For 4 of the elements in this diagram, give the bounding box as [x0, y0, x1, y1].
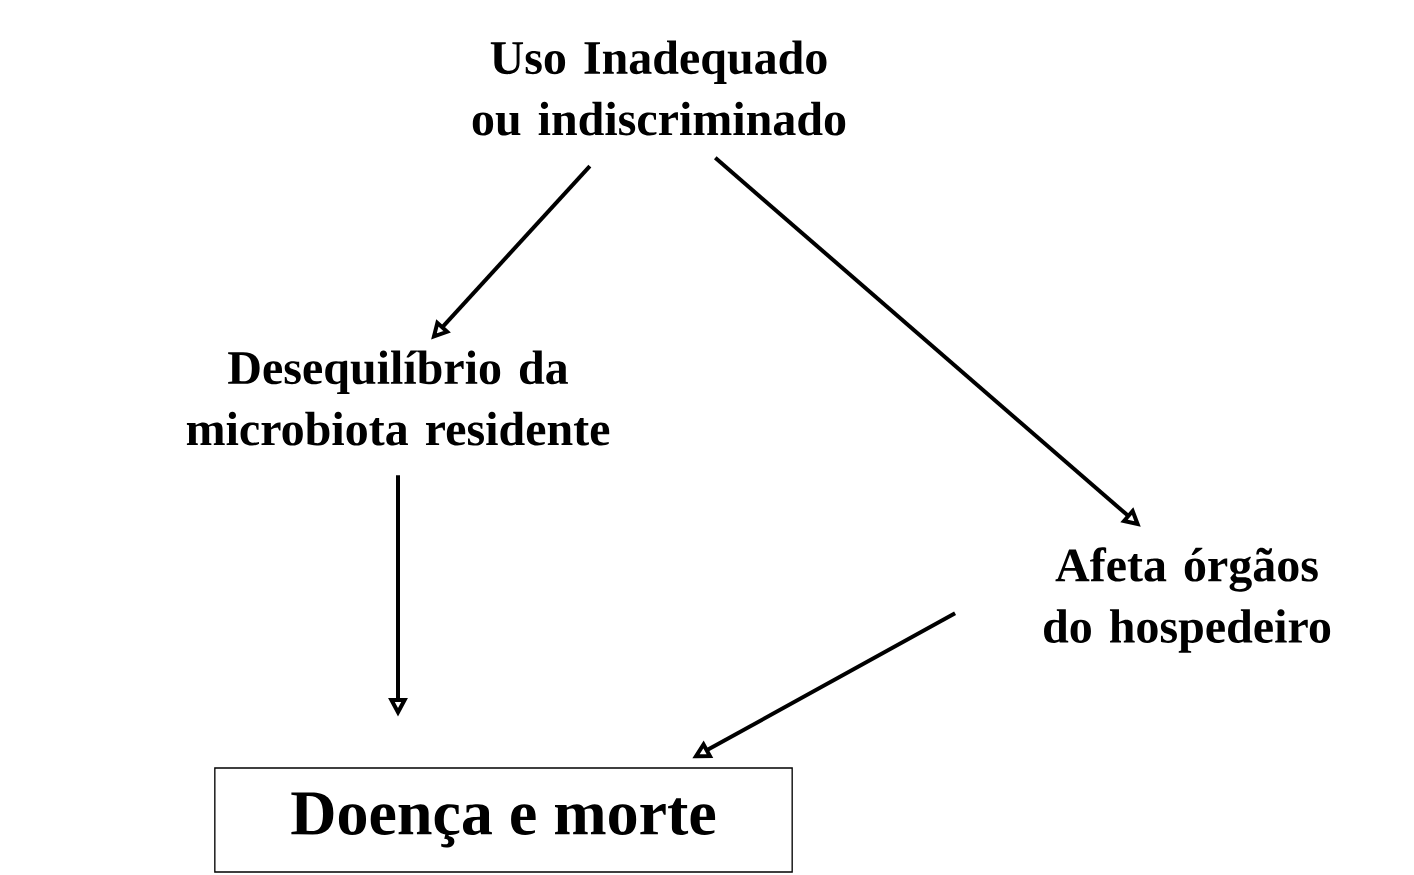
result-box: Doença e morte — [214, 767, 793, 873]
cause-text: Uso Inadequado ou indiscriminado — [472, 40, 846, 136]
cause-text: Afeta órgãos do hospedeiro — [1044, 547, 1331, 653]
cause-text: Desequilíbrio da microbiota residente — [186, 350, 610, 446]
